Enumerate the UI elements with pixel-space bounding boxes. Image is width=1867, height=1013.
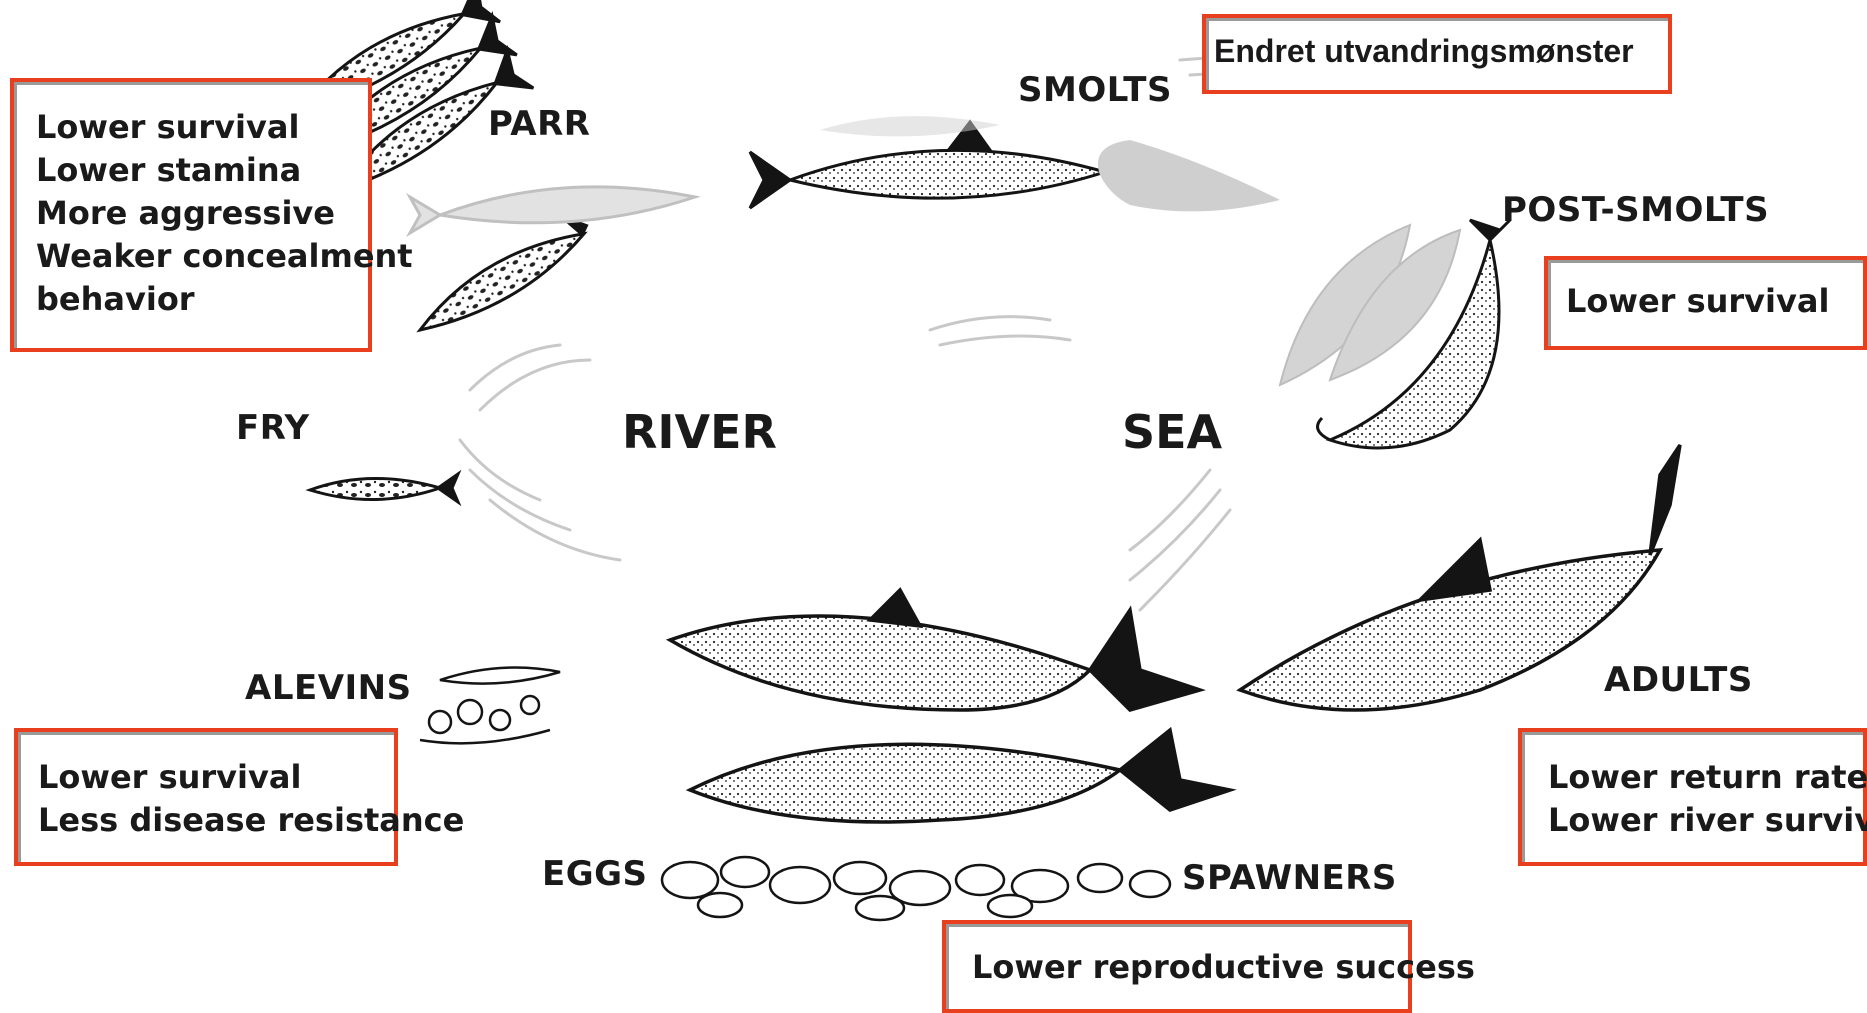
label-river: RIVER: [622, 405, 777, 459]
effect-box-migration: Endret utvandringsmønster: [1202, 14, 1672, 94]
effect-line: More aggressive: [36, 192, 368, 235]
effect-line: Endret utvandringsmønster: [1214, 30, 1668, 73]
effect-line: Lower survival: [1566, 280, 1863, 323]
effect-line: Lower return rate: [1548, 756, 1863, 799]
effect-line: Weaker concealment: [36, 235, 368, 278]
alevins-with-eggs: [420, 668, 560, 744]
effect-box-parr: Lower survival Lower stamina More aggres…: [10, 78, 372, 352]
effect-box-adults: Lower return rate Lower river survival: [1518, 728, 1867, 866]
effect-line: Lower survival: [36, 106, 368, 149]
effect-line: behavior: [36, 278, 368, 321]
label-parr: PARR: [488, 104, 590, 144]
effect-line: Lower river survival: [1548, 799, 1863, 842]
spawner-fish-pair: [670, 590, 1230, 822]
label-post-smolts: POST-SMOLTS: [1502, 190, 1769, 230]
label-adults: ADULTS: [1604, 660, 1753, 700]
label-fry: FRY: [236, 408, 310, 448]
label-eggs: EGGS: [542, 854, 648, 894]
faded-parr-fish: [410, 187, 695, 233]
label-smolts: SMOLTS: [1018, 70, 1172, 110]
fry-fish: [310, 474, 458, 502]
label-sea: SEA: [1122, 405, 1222, 459]
effect-line: Lower reproductive success: [972, 946, 1408, 989]
label-spawners: SPAWNERS: [1182, 858, 1397, 898]
label-alevins: ALEVINS: [245, 668, 412, 708]
effect-box-spawners: Lower reproductive success: [942, 920, 1412, 1013]
effect-line: Less disease resistance: [38, 799, 394, 842]
gravel-bed: [662, 857, 1170, 920]
effect-box-alevins: Lower survival Less disease resistance: [14, 728, 398, 866]
water-swirls: [460, 55, 1420, 610]
effect-box-post-smolts: Lower survival: [1544, 256, 1867, 350]
effect-line: Lower stamina: [36, 149, 368, 192]
effect-line: Lower survival: [38, 756, 394, 799]
